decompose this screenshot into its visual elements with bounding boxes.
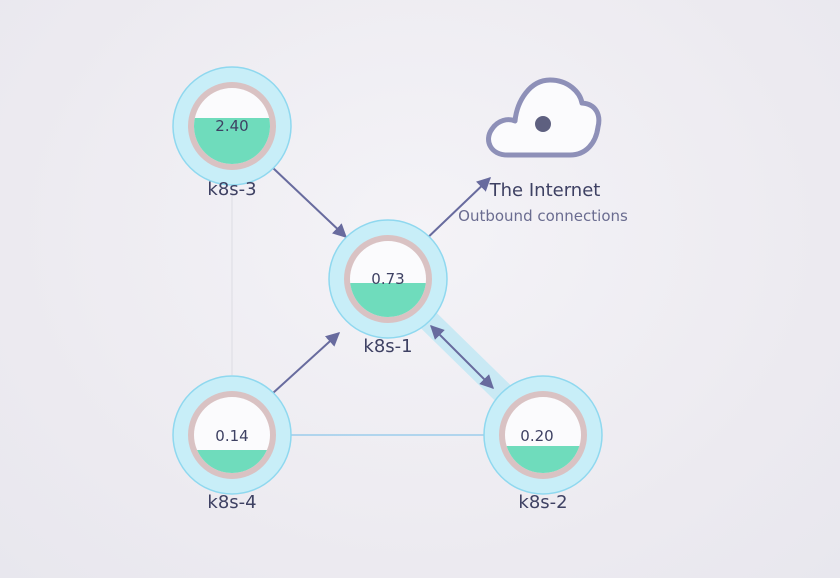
node-label: k8s-3 bbox=[207, 179, 256, 200]
edge-k8s-1-k8s-2-highlight bbox=[409, 301, 521, 411]
edge-k8s-1-k8s-2[interactable] bbox=[430, 325, 494, 389]
node-k8s-3[interactable]: 2.40 k8s-3 bbox=[172, 66, 292, 200]
internet-node[interactable]: The Internet Outbound connections bbox=[458, 77, 628, 225]
node-label: k8s-1 bbox=[363, 336, 412, 357]
node-value: 2.40 bbox=[215, 117, 248, 135]
internet-title: The Internet bbox=[489, 180, 601, 201]
node-value: 0.20 bbox=[520, 427, 553, 445]
node-label: k8s-4 bbox=[207, 492, 256, 513]
node-value: 0.73 bbox=[371, 270, 404, 288]
internet-subtitle: Outbound connections bbox=[458, 207, 628, 225]
cloud-dot-icon bbox=[535, 116, 551, 132]
node-label: k8s-2 bbox=[518, 492, 567, 513]
edge-k8s-3-k8s-1[interactable] bbox=[272, 167, 348, 238]
edge-k8s-4-k8s-1[interactable] bbox=[272, 332, 341, 394]
node-k8s-2[interactable]: 0.20 k8s-2 bbox=[483, 375, 603, 513]
node-k8s-1[interactable]: 0.73 k8s-1 bbox=[328, 219, 448, 357]
node-load-fill bbox=[194, 450, 270, 473]
edge-k8s-1-internet[interactable] bbox=[420, 177, 492, 245]
node-k8s-4[interactable]: 0.14 k8s-4 bbox=[172, 375, 292, 513]
node-value: 0.14 bbox=[215, 427, 248, 445]
edges bbox=[231, 167, 521, 436]
